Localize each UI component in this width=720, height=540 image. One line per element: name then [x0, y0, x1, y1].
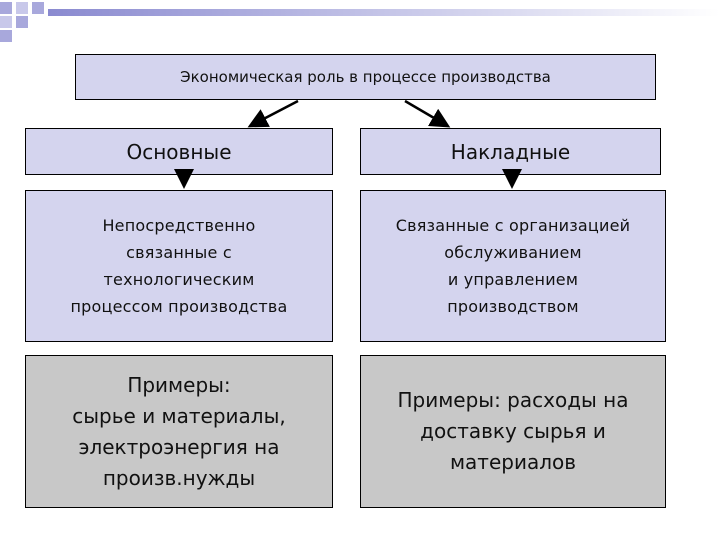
- direct-costs-description: Непосредственно связанные с технологичес…: [70, 216, 288, 316]
- arrow-root-to-right: [404, 99, 451, 128]
- overhead-costs-example: Примеры: расходы на доставку сырья и мат…: [397, 388, 629, 474]
- direct-costs-description-box: Непосредственно связанные с технологичес…: [25, 190, 333, 342]
- overhead-costs-description: Связанные с организацией обслуживанием и…: [395, 216, 631, 316]
- arrow-root-to-left: [247, 99, 299, 128]
- direct-costs-header: Основные: [126, 139, 232, 164]
- overhead-costs-header-box: Накладные: [360, 128, 661, 175]
- direct-costs-header-box: Основные: [25, 128, 333, 175]
- overhead-costs-description-box: Связанные с организацией обслуживанием и…: [360, 190, 666, 342]
- overhead-costs-header: Накладные: [450, 139, 571, 164]
- overhead-costs-example-box: Примеры: расходы на доставку сырья и мат…: [360, 355, 666, 508]
- direct-costs-example-box: Примеры: сырье и материалы, электроэнерг…: [25, 355, 333, 508]
- direct-costs-example: Примеры: сырье и материалы, электроэнерг…: [72, 372, 286, 490]
- header-decoration: [0, 2, 720, 42]
- root-category-box: Экономическая роль в процессе производст…: [75, 54, 656, 100]
- root-category-label: Экономическая роль в процессе производст…: [180, 68, 551, 86]
